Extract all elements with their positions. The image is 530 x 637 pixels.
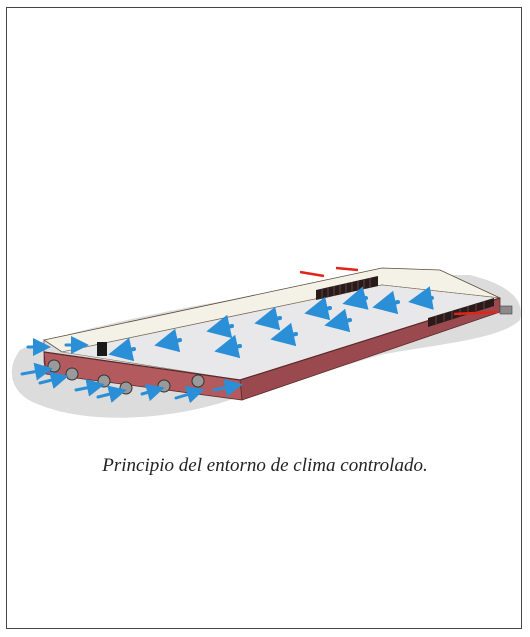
- exhaust-arrow-icon: [299, 266, 499, 316]
- air-circulation-arrow-icon: [108, 286, 434, 362]
- figure-caption: Principio del entorno de clima controlad…: [102, 455, 428, 476]
- fan-inlet-icon: [47, 359, 205, 395]
- control-box: [97, 342, 107, 356]
- exhaust-outlet: [499, 305, 513, 315]
- air-inlet-arrow-icon: [20, 336, 243, 404]
